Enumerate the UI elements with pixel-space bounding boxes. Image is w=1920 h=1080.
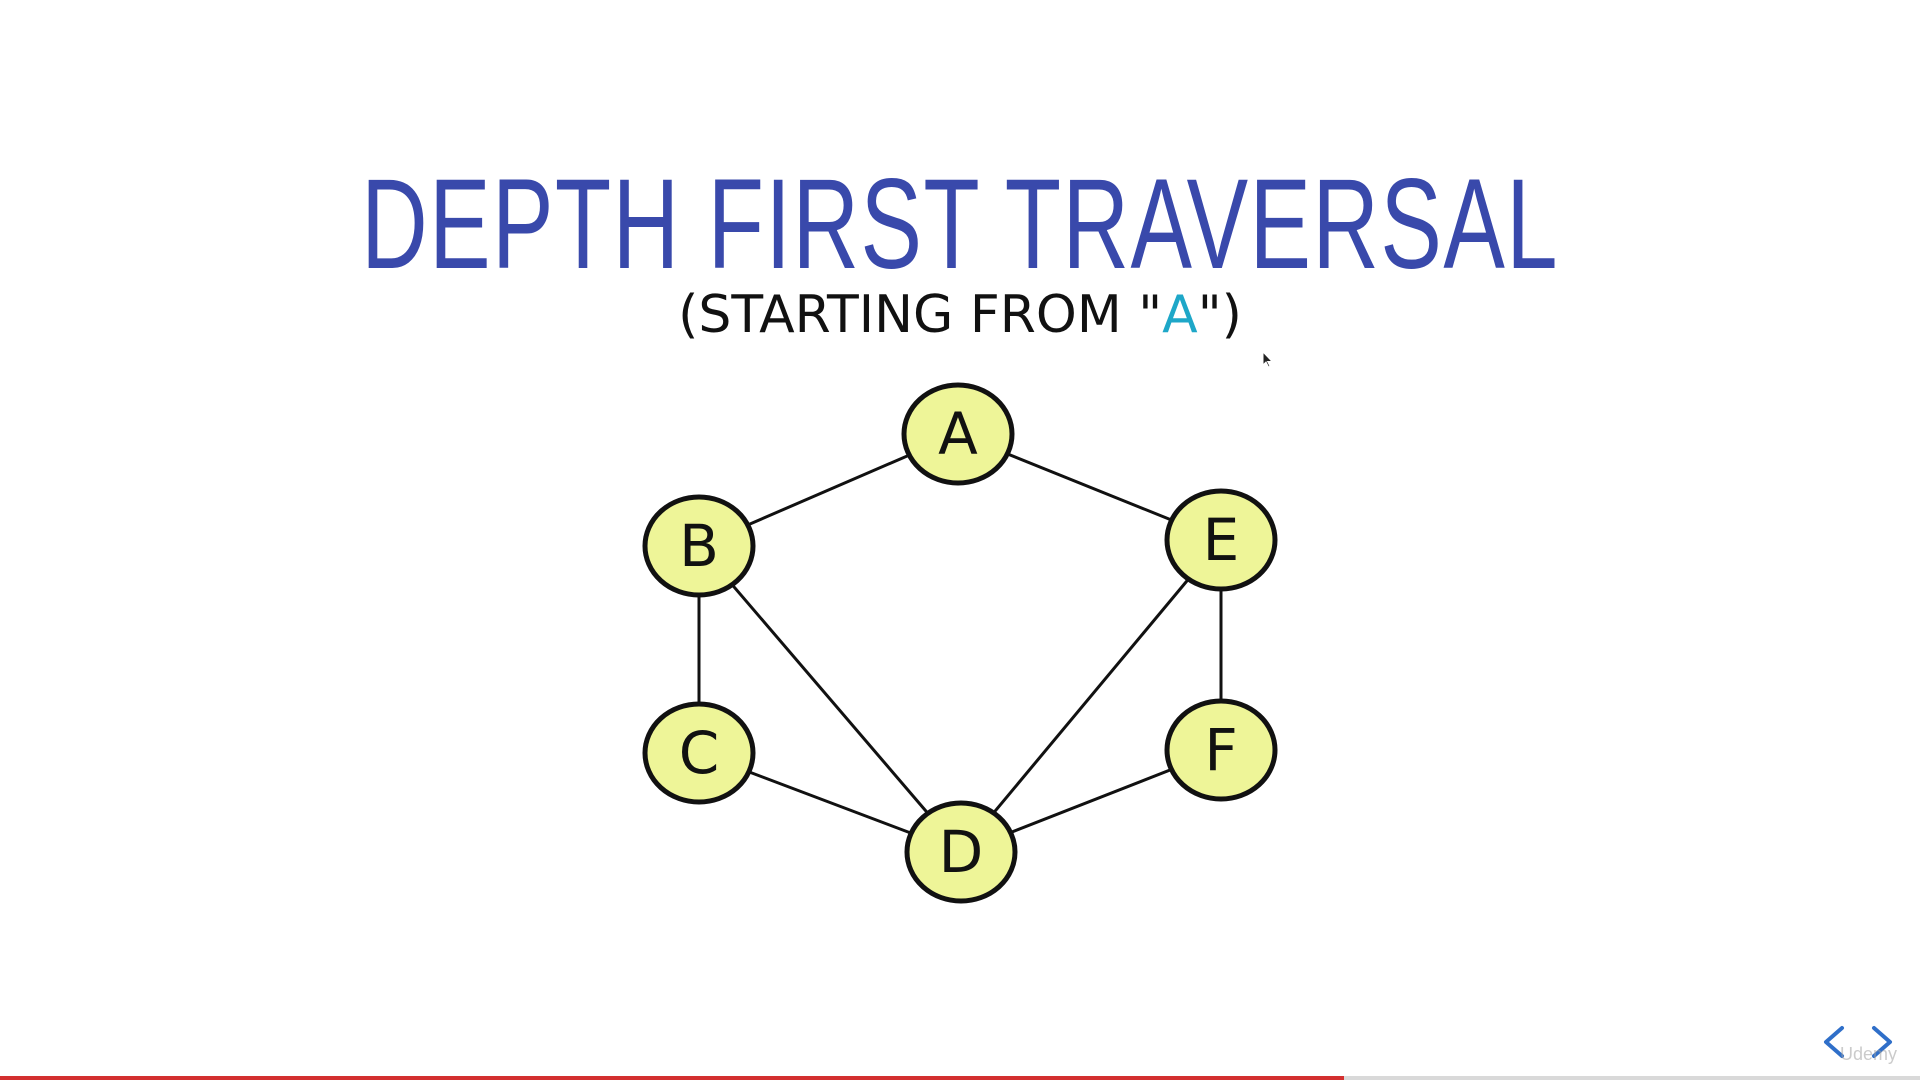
mouse-cursor-icon <box>1262 351 1274 368</box>
node-f: F <box>1164 698 1278 802</box>
node-circle-e <box>1164 488 1278 592</box>
node-label-d: D <box>939 818 984 886</box>
subtitle-highlight: A <box>1162 285 1198 345</box>
node-label-f: F <box>1204 716 1237 784</box>
video-progress-bar[interactable] <box>0 1076 1920 1080</box>
node-b: B <box>642 494 756 598</box>
subtitle-suffix: ") <box>1197 285 1242 345</box>
node-label-e: E <box>1203 506 1240 574</box>
udemy-watermark: Udemy <box>1840 1044 1898 1064</box>
node-circle-a <box>901 382 1015 486</box>
edge-e-d <box>959 539 1223 853</box>
slide-title: DEPTH FIRST TRAVERSAL <box>361 153 1559 296</box>
video-progress-fill <box>0 1076 1344 1080</box>
node-circle-d <box>904 800 1018 904</box>
slide-subtitle: (STARTING FROM "A") <box>0 283 1920 347</box>
nodes-layer: A B C D E F <box>642 382 1278 904</box>
node-label-a: A <box>938 400 978 468</box>
node-circle-c <box>642 701 756 805</box>
node-e: E <box>1164 488 1278 592</box>
node-d: D <box>904 800 1018 904</box>
edges-layer <box>697 432 1223 854</box>
node-a: A <box>901 382 1015 486</box>
chevron-left-icon[interactable] <box>1818 1022 1848 1062</box>
node-circle-b <box>642 494 756 598</box>
subtitle-prefix: (STARTING FROM " <box>678 285 1163 345</box>
node-label-b: B <box>679 512 719 580</box>
node-label-c: C <box>679 719 720 787</box>
edge-b-d <box>697 545 963 853</box>
node-c: C <box>642 701 756 805</box>
chevron-right-icon[interactable] <box>1868 1022 1898 1062</box>
node-circle-f <box>1164 698 1278 802</box>
